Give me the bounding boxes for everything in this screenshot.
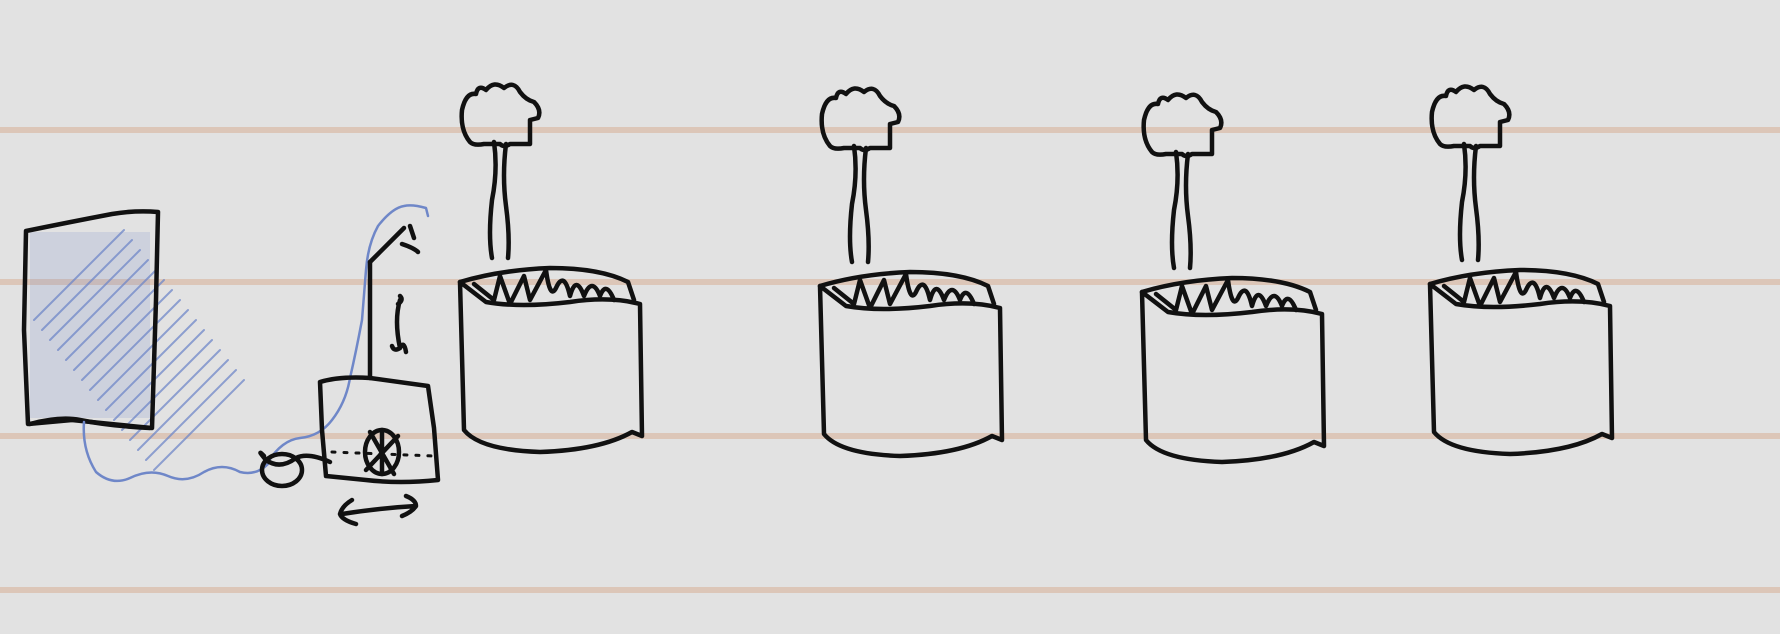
- plant-stem: [1172, 152, 1191, 268]
- plant-blossom: [1144, 94, 1222, 156]
- horizontal-double-arrow: [340, 496, 416, 524]
- plant-stem: [490, 142, 509, 258]
- pot-with-plant: [460, 84, 642, 452]
- pot-with-plant: [1430, 86, 1612, 454]
- plant-blossom: [1432, 86, 1510, 148]
- pot-with-plant: [820, 88, 1002, 456]
- cable-reel: [262, 454, 302, 486]
- cart-with-arm: [260, 226, 438, 524]
- pot-body: [820, 286, 1002, 456]
- panel-hatch-stroke: [154, 380, 244, 470]
- ruled-lines: [0, 130, 1780, 590]
- panel-hatch-stroke: [146, 370, 236, 460]
- panel-tint: [30, 232, 150, 418]
- screen-panel: [24, 211, 244, 470]
- vertical-double-arrow: [392, 296, 406, 352]
- plant-stem: [1460, 144, 1479, 260]
- plant-pots: [460, 84, 1612, 462]
- pot-body: [460, 282, 642, 452]
- pot-body: [1430, 284, 1612, 454]
- plant-stem: [850, 146, 869, 262]
- plant-blossom: [462, 84, 540, 146]
- plant-blossom: [822, 88, 900, 150]
- pot-with-plant: [1142, 94, 1324, 462]
